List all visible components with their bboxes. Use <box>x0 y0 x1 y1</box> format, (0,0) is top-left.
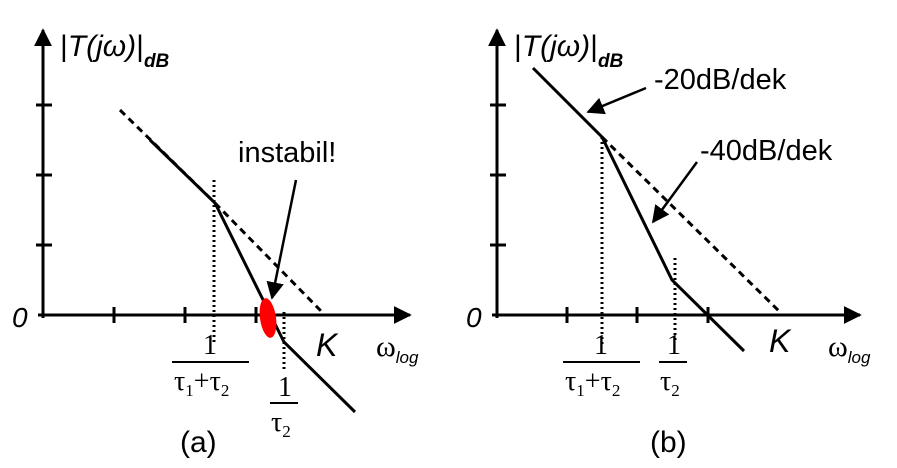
panel-b-x-axis-label: ωlog <box>828 330 871 367</box>
panel-b-fraction-break1: 1 τ1+τ2 <box>563 330 640 400</box>
panel-a-instability-marker <box>259 298 277 338</box>
panel-a-frac1-denominator: τ1+τ2 <box>174 366 229 400</box>
panel-a-y-axis-label: |T(jω)|dB <box>60 30 170 72</box>
panel-b-dashed-asymptote <box>600 135 782 314</box>
panel-b-k-label: K <box>769 323 792 359</box>
panel-b-slope2-arrow <box>651 161 699 224</box>
panel-b-magnitude-curve <box>531 66 746 353</box>
panel-a-frac1-numerator: 1 <box>203 330 217 361</box>
panel-b-fraction-break2: 1 τ2 <box>659 330 687 400</box>
panel-b-caption: (b) <box>650 426 687 459</box>
panel-a-magnitude-curve <box>148 138 357 414</box>
panel-b-slope2-label: -40dB/dek <box>700 135 833 167</box>
panel-a-fraction-break1: 1 τ1+τ2 <box>172 330 249 400</box>
panel-a-annotation-instabil: instabil! <box>238 137 336 169</box>
panel-a: |T(jω)|dB 0 K ωlog instabil! 1 τ1+τ2 1 τ… <box>12 28 419 459</box>
panel-b-slope1-arrow <box>586 86 647 115</box>
panel-a-dashed-asymptote-lower <box>213 201 324 314</box>
panel-b-frac2-denominator: τ2 <box>660 366 680 400</box>
panel-a-k-label: K <box>316 327 339 363</box>
panel-a-zero-label: 0 <box>12 302 28 333</box>
panel-b: |T(jω)|dB -20dB/dek -40dB/dek 0 K ωlog 1… <box>466 28 871 459</box>
panel-a-x-axis-label: ωlog <box>376 330 419 367</box>
panel-b-y-axis-label: |T(jω)|dB <box>514 30 624 72</box>
panel-b-slope1-label: -20dB/dek <box>654 64 787 96</box>
panel-a-frac2-numerator: 1 <box>278 372 292 403</box>
panel-b-frac1-numerator: 1 <box>594 330 608 361</box>
panel-b-frac1-denominator: τ1+τ2 <box>565 366 620 400</box>
panel-b-zero-label: 0 <box>466 302 482 333</box>
panel-a-caption: (a) <box>180 426 217 459</box>
panel-a-annotation-arrow <box>266 179 298 300</box>
panel-a-frac2-denominator: τ2 <box>271 407 291 441</box>
panel-a-fraction-break2: 1 τ2 <box>270 372 298 441</box>
panel-b-frac2-numerator: 1 <box>667 330 681 361</box>
